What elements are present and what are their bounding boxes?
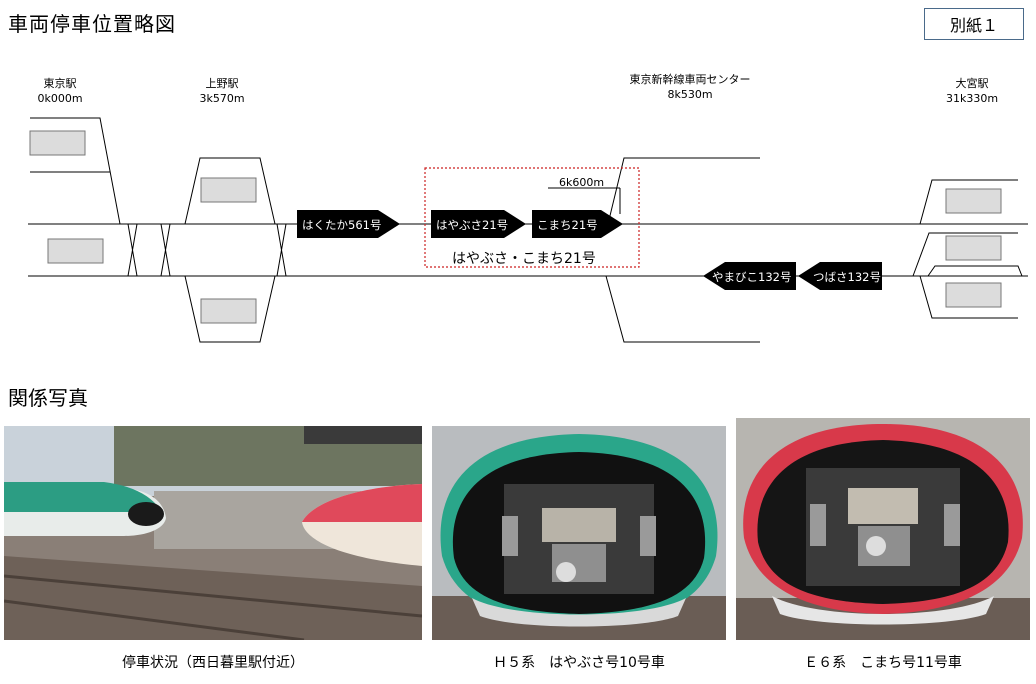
station-name: 東京駅 <box>43 77 77 90</box>
omiya-track-line <box>912 232 1018 277</box>
photo-caption: Ｈ５系 はやぶさ号10号車 <box>493 655 665 671</box>
depot-track-upper <box>607 157 760 225</box>
platform <box>29 130 86 156</box>
train-label: やまびこ132号 <box>712 270 791 284</box>
station-km: 31k330m <box>945 92 999 105</box>
train-yamabiko <box>703 262 796 290</box>
platform <box>47 238 104 264</box>
train-komachi <box>532 210 623 238</box>
ueno-track-line <box>184 275 276 343</box>
omiya-track-line <box>927 265 1023 277</box>
station-km: 8k530m <box>667 88 713 101</box>
highlight-box <box>424 167 640 268</box>
omiya-track-line <box>919 179 1018 225</box>
crossover <box>160 223 171 277</box>
tokyo-platforms <box>29 117 171 277</box>
platform <box>945 188 1002 214</box>
track-diagram: 6k600m はくたか561号 はやぶさ21号 こまち21号 やまびこ132号 … <box>28 117 1028 343</box>
station-name: 東京新幹線車両センター <box>629 73 751 86</box>
train-tsubasa <box>798 262 882 290</box>
station-name: 上野駅 <box>205 77 239 90</box>
station-name: 大宮駅 <box>955 77 989 90</box>
photo-h5-coupler <box>432 426 726 640</box>
train-label: はやぶさ21号 <box>436 218 508 232</box>
station-omiya: 大宮駅 31k330m <box>940 76 1004 106</box>
attachment-label: 別紙１ <box>924 8 1024 40</box>
train-hayabusa <box>431 210 526 238</box>
platform <box>200 177 257 203</box>
omiya-track-line <box>919 275 1018 319</box>
depot-track-lower <box>605 275 760 343</box>
crossover <box>127 223 138 277</box>
highlight-label: はやぶさ・こまち21号 <box>452 251 596 267</box>
station-km: 3k570m <box>199 92 245 105</box>
tokyo-track-line <box>30 117 121 225</box>
photos-heading: 関係写真 <box>8 386 88 410</box>
platform <box>945 235 1002 261</box>
ueno-platforms <box>184 157 287 343</box>
station-depot: 東京新幹線車両センター 8k530m <box>600 72 780 102</box>
train-label: はくたか561号 <box>302 218 381 232</box>
train-label: つばさ132号 <box>813 270 881 284</box>
photo-caption: 停車状況（西日暮里駅付近） <box>122 655 304 671</box>
distance-label: 6k600m <box>559 176 604 189</box>
station-km: 0k000m <box>37 92 83 105</box>
crossover <box>276 223 287 277</box>
photo-caption: Ｅ６系 こまち号11号車 <box>804 655 962 671</box>
platform <box>945 282 1002 308</box>
omiya-platforms <box>912 179 1023 319</box>
train-label: こまち21号 <box>537 218 598 232</box>
train-hakutaka <box>297 210 400 238</box>
photo-e6-coupler <box>736 418 1030 640</box>
station-ueno: 上野駅 3k570m <box>190 76 254 106</box>
ueno-track-line <box>184 157 276 225</box>
station-tokyo: 東京駅 0k000m <box>30 76 90 106</box>
photo-stop-situation <box>4 426 422 640</box>
page-title: 車両停車位置略図 <box>8 12 176 36</box>
platform <box>200 298 257 324</box>
